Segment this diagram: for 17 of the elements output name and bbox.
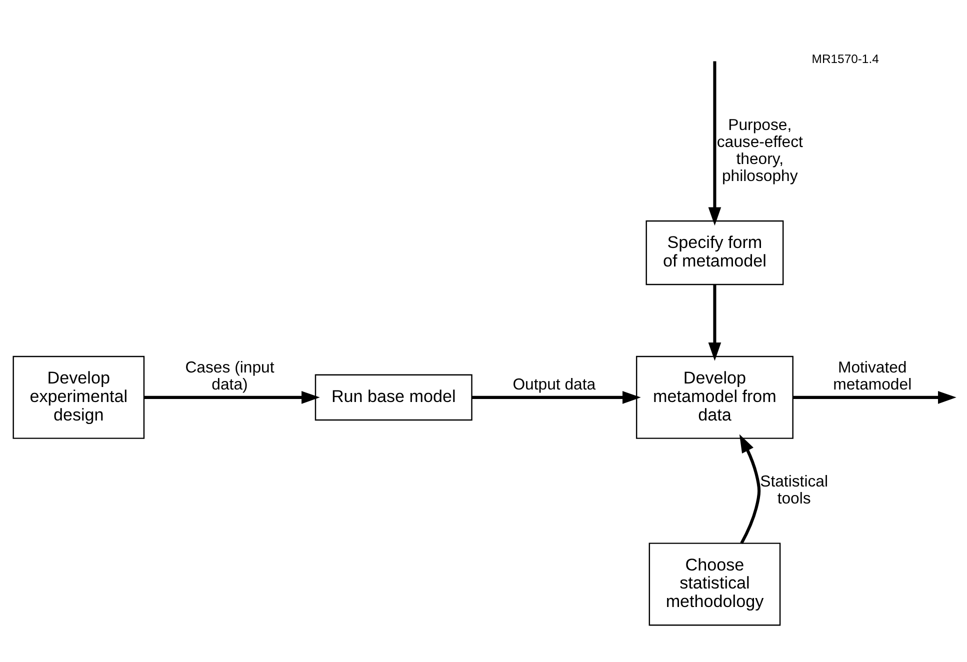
edge-label: Purpose, cause-effect theory, philosophy (716, 116, 803, 185)
arrow (708, 284, 722, 360)
arrow (472, 390, 641, 404)
label: MR1570-1.4 (812, 51, 879, 66)
arrow (708, 60, 722, 226)
edge-label: Output data (512, 376, 596, 393)
arrow (144, 390, 320, 404)
node-box: Run base model (314, 374, 472, 420)
node-box: Specify form of metamodel (646, 220, 784, 285)
arrow (739, 434, 761, 544)
edge-label: Motivated metamodel (833, 358, 912, 393)
node-box: Develop experimental design (12, 355, 145, 438)
node-box: Choose statistical methodology (648, 542, 781, 626)
edge-label: Statistical tools (760, 472, 828, 508)
arrow (793, 390, 956, 404)
node-box: Develop metamodel from data (636, 355, 794, 438)
edge-label: Cases (input data) (185, 358, 274, 393)
